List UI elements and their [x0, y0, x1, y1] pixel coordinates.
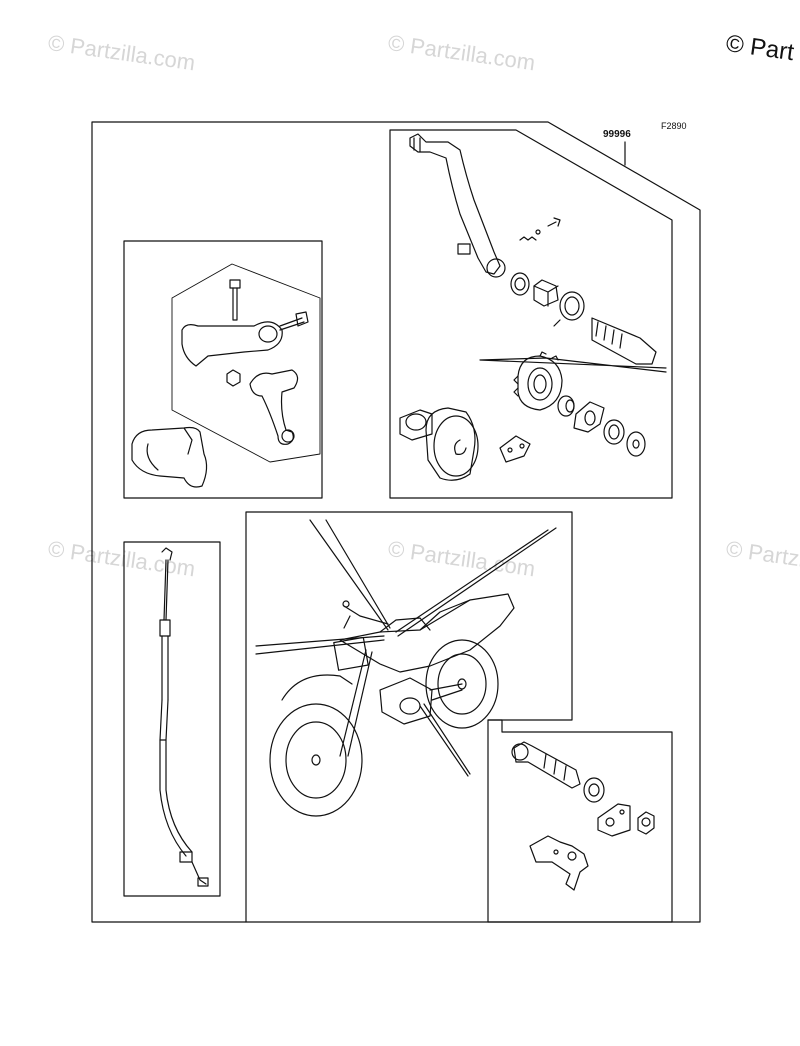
pedal-box	[487, 719, 673, 923]
outer-frame	[91, 121, 701, 923]
kickstart-box	[389, 129, 673, 499]
lever-box	[123, 240, 323, 499]
cable-box	[123, 541, 221, 897]
motorcycle-box	[245, 511, 573, 923]
part-number: 99996	[603, 129, 631, 140]
figure-code: F2890	[661, 121, 687, 131]
